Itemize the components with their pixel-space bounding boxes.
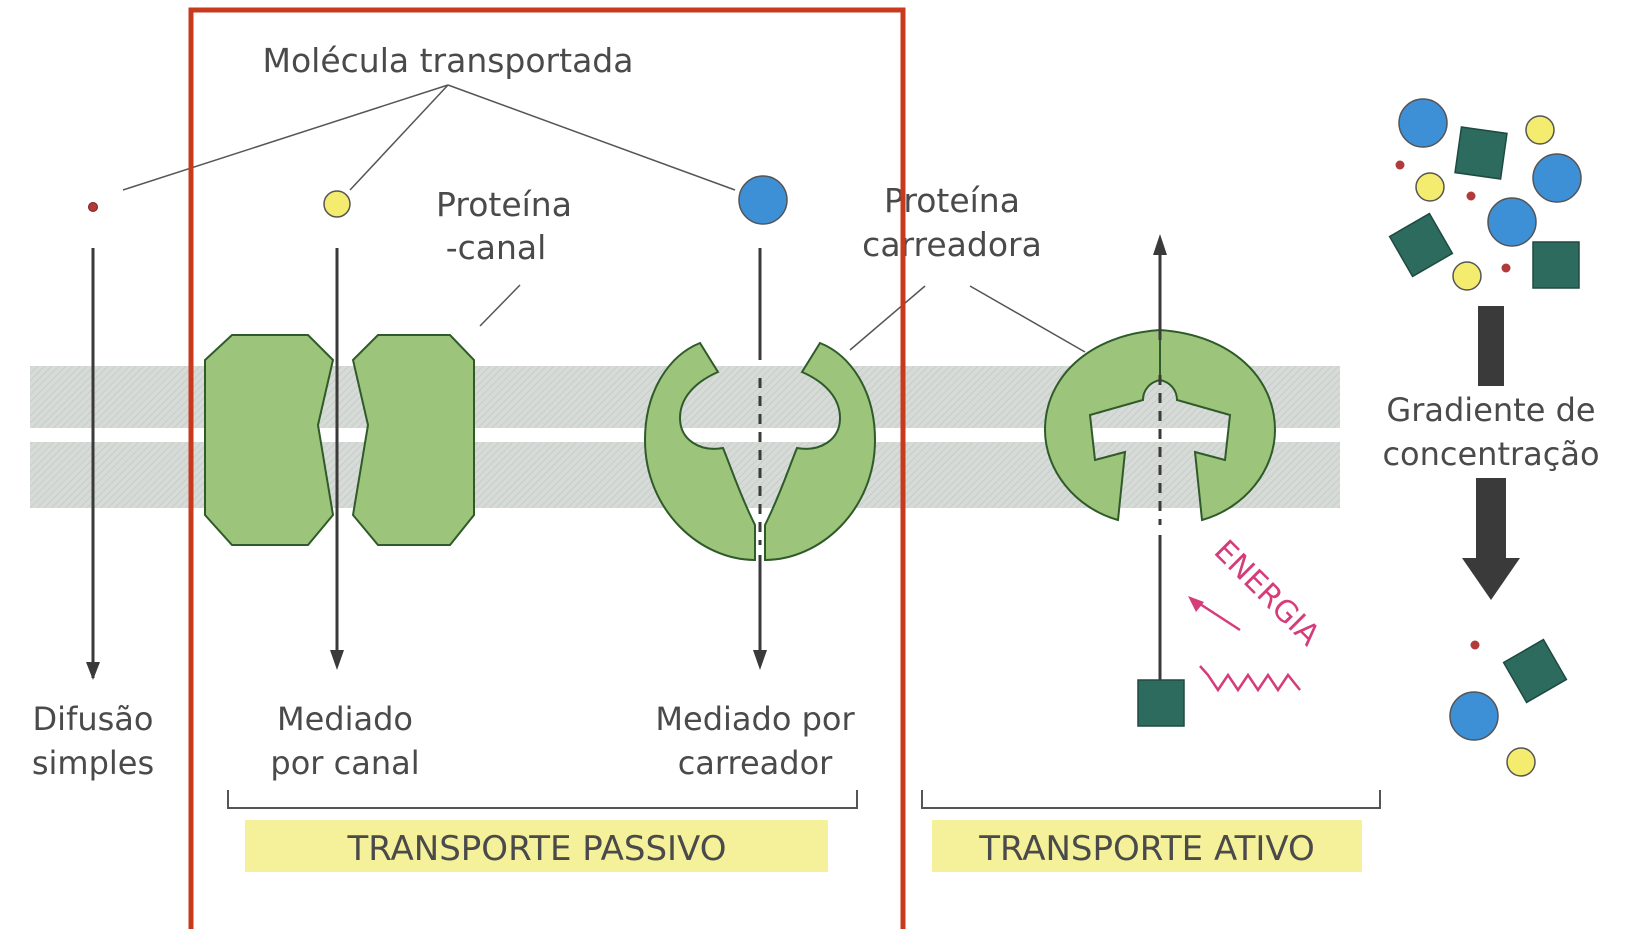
yellow-molecule-icon [1525,115,1555,145]
carrier-protein-right-half [764,341,877,562]
active-transport-bracket: TRANSPORTE ATIVO [921,790,1381,872]
small-molecule-icon [88,202,98,212]
blue-molecule-icon [1449,691,1499,741]
passive-transport-bracket: TRANSPORTE PASSIVO [227,790,858,872]
passive-transport-highlight-box [188,7,906,929]
active-transport-label: TRANSPORTE ATIVO [978,829,1315,869]
channel-protein-label-line1: Proteína [436,185,572,224]
square-molecule-icon [1388,212,1454,278]
molecule-label-group: Molécula transportada [122,41,736,191]
active-bracket-line [921,790,1381,809]
carrier-mediated-label-line2: carreador [678,744,833,782]
blue-molecule-icon [1487,197,1537,247]
small-molecule-icon [1501,263,1511,273]
gradient-arrow-shaft-bottom [1476,478,1506,562]
energy-wave-icon [1199,665,1301,693]
channel-mediated-label-line2: por canal [270,744,419,782]
molecule-label: Molécula transportada [263,41,634,80]
carrier-mediated-group: Proteína carreadora Mediado por carreado… [643,175,1086,782]
gradient-arrow-shaft-top [1478,306,1504,386]
channel-protein-left [204,334,335,546]
blue-molecule-icon [1398,98,1448,148]
pump-protein-left-half [1043,328,1161,522]
channel-mediated-group: Proteína -canal Mediado por canal [204,185,572,782]
square-molecule-icon [1137,679,1185,727]
square-molecule-icon [1454,126,1508,180]
carrier-protein-label-line2: carreadora [862,225,1042,264]
leader-line [349,84,449,191]
small-molecule-icon [1470,640,1480,650]
concentration-gradient-group: Gradiente de concentração [1382,98,1600,777]
passive-bracket-line [227,790,858,809]
simple-diffusion-label-line2: simples [32,744,154,782]
active-label-band [932,820,1362,872]
gradient-label-line1: Gradiente de [1386,391,1595,429]
yellow-molecule-icon [1415,172,1445,202]
pump-protein-right-half [1159,328,1277,522]
gradient-label-line2: concentração [1382,435,1599,473]
channel-arrowhead [330,650,344,670]
blue-molecule-icon [1532,153,1582,203]
yellow-molecule-icon [1506,747,1536,777]
square-molecule-icon [1502,638,1568,704]
square-molecule-icon [1532,241,1580,289]
passive-label-band [245,820,828,872]
leader-line [122,84,449,191]
leader-line [447,84,736,191]
small-molecule-icon [1466,191,1476,201]
leader-line [479,284,521,327]
passive-transport-label: TRANSPORTE PASSIVO [347,829,727,869]
small-molecule-icon [1395,160,1405,170]
yellow-molecule-icon [323,190,351,218]
yellow-molecule-icon [1452,261,1482,291]
energy-arrowhead [1188,596,1204,612]
simple-diffusion-label-line1: Difusão [33,700,154,738]
leader-line [849,285,926,351]
channel-protein-label-line2: -canal [446,228,547,267]
carrier-mediated-label-line1: Mediado por [655,700,855,738]
pump-arrowhead [1153,234,1167,255]
channel-mediated-label-line1: Mediado [277,700,413,738]
energy-arrow-line [1199,602,1241,632]
blue-molecule-icon [738,175,788,225]
carrier-protein-left-half [643,341,756,562]
carrier-arrowhead [753,650,767,670]
leader-line [969,285,1086,353]
gradient-arrowhead [1462,558,1520,600]
diffusion-arrowhead [86,662,100,680]
carrier-protein-label-line1: Proteína [884,181,1020,220]
channel-protein-right [351,334,475,546]
energy-label: ENERGIA [1207,534,1327,654]
simple-diffusion-group: Difusão simples [32,202,154,782]
